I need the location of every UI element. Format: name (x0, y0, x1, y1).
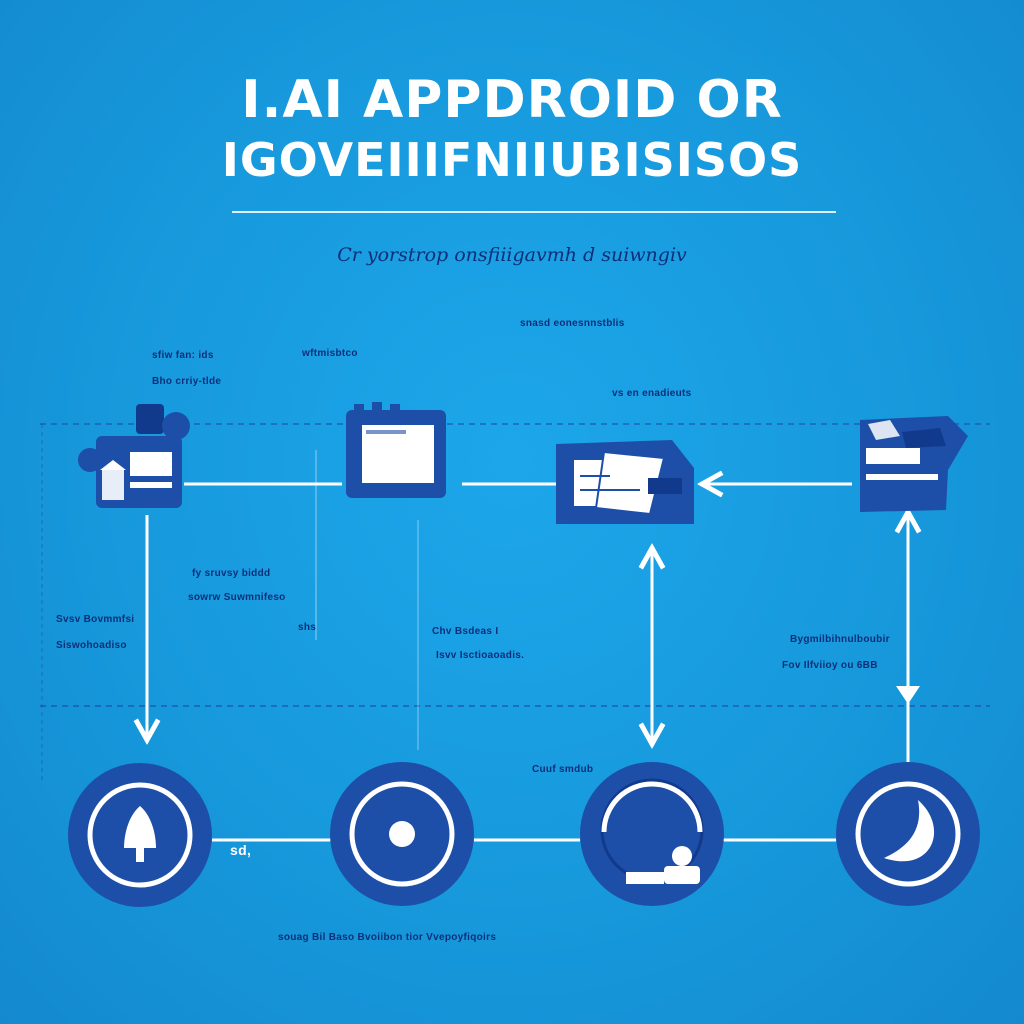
label-mid-left-a: fy sruvsy biddd (192, 568, 271, 579)
document-window-icon (346, 402, 446, 498)
page-title-line-2: IGOVEIIIFNIIUBISISOS (221, 133, 803, 187)
moon-icon (836, 762, 980, 906)
label-bottom-mid: Cuuf smdub (532, 764, 594, 775)
label-top-mid-left: wftmisbtco (302, 348, 358, 359)
folder-card-icon (556, 440, 694, 524)
connector-down-right-head (896, 686, 920, 704)
page-subtitle: Cr yorstrop onsfiiigavmh d suiwngiv (337, 244, 687, 266)
label-far-left-a: Svsv Bovmmfsi (56, 614, 135, 625)
label-right-a: Bygmilbihnulboubir (790, 634, 890, 645)
label-center-b: Isvv Isctioaoadis. (436, 650, 525, 661)
label-center-a: Chv Bsdeas I (432, 626, 499, 637)
title-divider (232, 211, 836, 213)
label-left-upper-1: sfiw fan: ids (152, 350, 214, 361)
label-far-left-b: Siswohoadiso (56, 640, 127, 651)
footer-caption: souag Bil Baso Bvoiibon tior Vvepoyfiqoi… (278, 932, 497, 943)
person-circle-icon (580, 762, 724, 906)
page-title-line-1: I.AI APPDROID OR (241, 70, 783, 130)
label-top-center: snasd eonesnnstblis (520, 318, 625, 329)
chat-card-icon (860, 416, 968, 512)
device-stack-icon (78, 404, 190, 508)
label-right-b: Fov Ilfviioy ou 6BB (782, 660, 878, 671)
label-mid-small: shs (298, 622, 317, 633)
label-mid-right-top: vs en enadieuts (612, 388, 692, 399)
label-mid-left-b: sowrw Suwmnifeso (188, 592, 286, 603)
label-node-small: sd, (230, 842, 252, 858)
label-left-upper-2: Bho crriy-tlde (152, 376, 222, 387)
target-icon (330, 762, 474, 906)
cone-icon (68, 763, 212, 907)
